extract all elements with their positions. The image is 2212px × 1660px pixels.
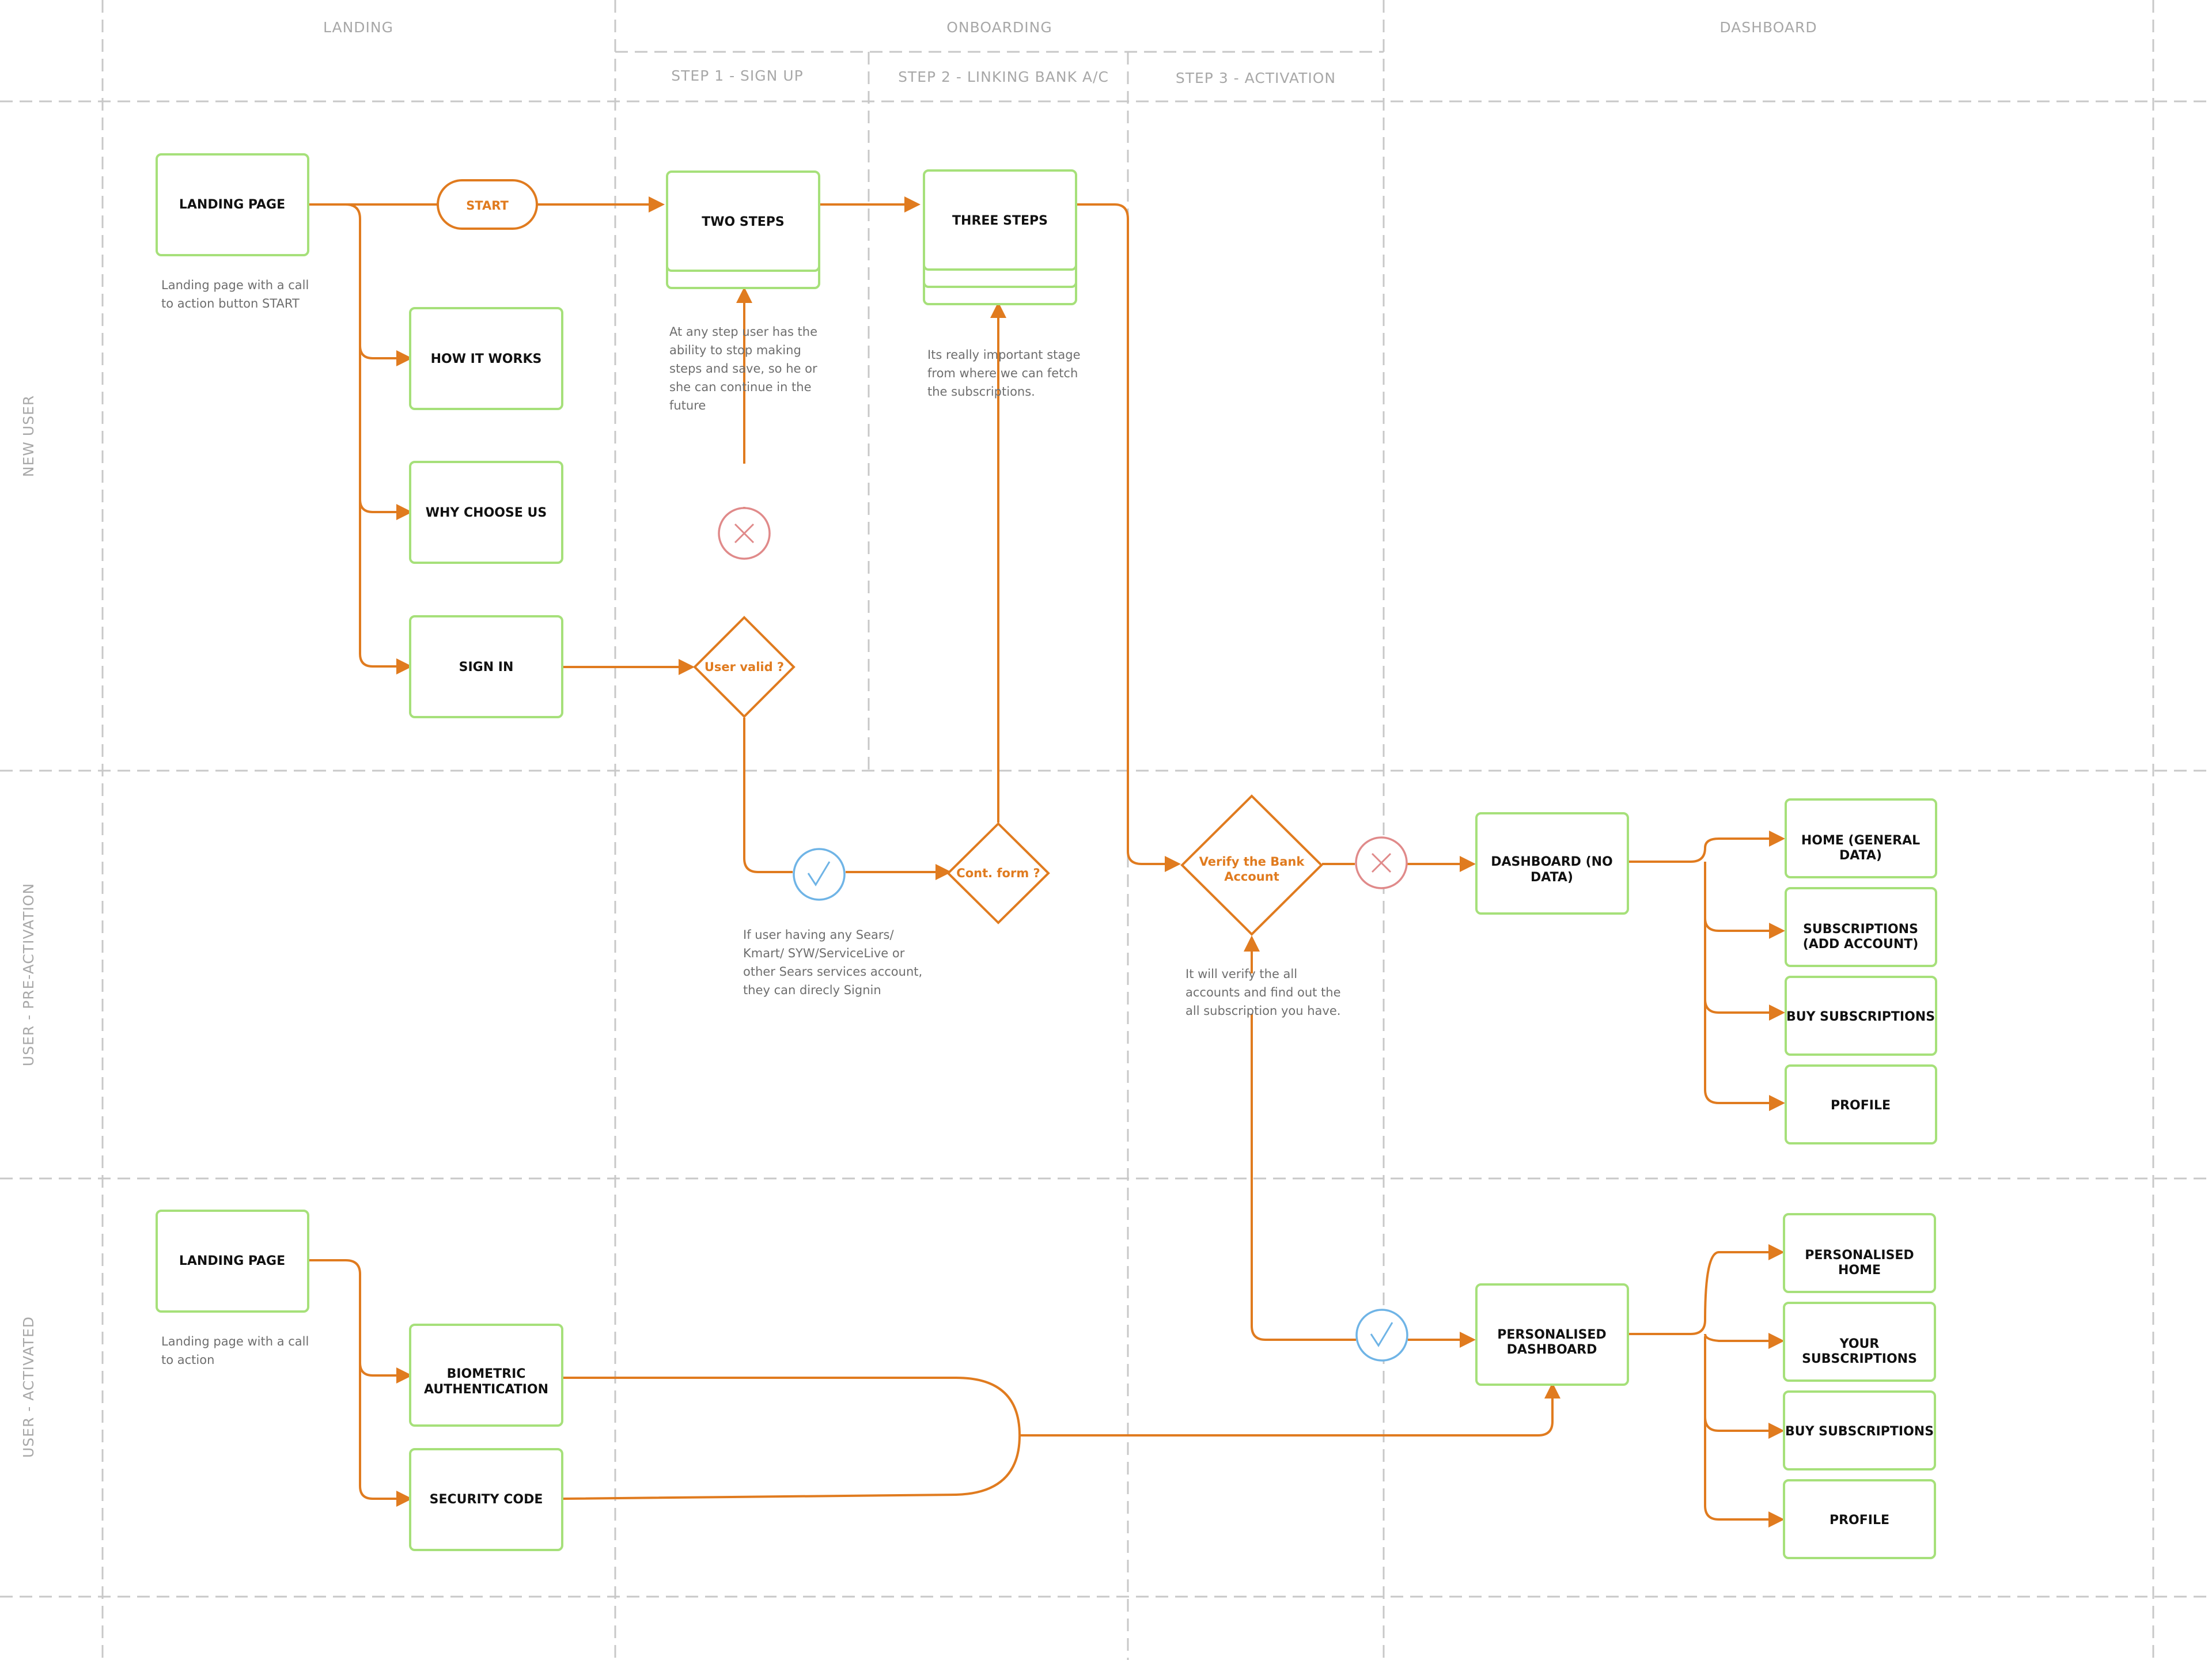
step-header-activation: STEP 3 - ACTIVATION xyxy=(1176,70,1336,86)
node-label: Account xyxy=(1224,870,1279,884)
column-header-onboarding: ONBOARDING xyxy=(946,19,1052,36)
column-header-landing: LANDING xyxy=(323,19,393,36)
node-three-steps[interactable]: THREE STEPS xyxy=(923,169,1077,305)
node-label: BIOMETRIC xyxy=(447,1367,526,1381)
node-how-it-works[interactable]: HOW IT WORKS xyxy=(409,307,563,410)
reject-icon xyxy=(718,507,771,560)
node-buy-subscriptions[interactable]: BUY SUBSCRIPTIONS xyxy=(1785,976,1937,1056)
node-label: THREE STEPS xyxy=(952,214,1048,228)
accept-icon xyxy=(793,848,846,901)
node-landing-page[interactable]: LANDING PAGE xyxy=(156,153,309,256)
step-header-linking-bank: STEP 2 - LINKING BANK A/C xyxy=(898,69,1109,85)
lane-label-pre-activation: USER - PRE-ACTIVATION xyxy=(20,883,37,1066)
decision-verify-bank-account[interactable]: Verify the Bank Account xyxy=(1180,794,1323,936)
node-label: TWO STEPS xyxy=(702,215,784,229)
node-landing-page-activated[interactable]: LANDING PAGE xyxy=(156,1210,309,1313)
decision-cont-form[interactable]: Cont. form ? xyxy=(946,822,1050,924)
node-profile-activated[interactable]: PROFILE xyxy=(1783,1479,1936,1559)
node-label: SUBSCRIPTIONS xyxy=(1803,922,1918,937)
node-label: SECURITY CODE xyxy=(430,1492,543,1507)
node-label: PROFILE xyxy=(1830,1513,1889,1528)
node-label: User valid ? xyxy=(704,660,784,674)
node-label: WHY CHOOSE US xyxy=(426,506,547,520)
node-profile[interactable]: PROFILE xyxy=(1785,1064,1937,1144)
node-label: PERSONALISED xyxy=(1805,1248,1914,1263)
note-verify-accounts: It will verify the all accounts and find… xyxy=(1185,967,1344,1018)
node-personalised-dashboard[interactable]: PERSONALISED DASHBOARD xyxy=(1475,1283,1629,1386)
note-stop-steps: At any step user has the ability to stop… xyxy=(669,325,821,412)
node-label: DATA) xyxy=(1839,848,1882,863)
note-landing-page: Landing page with a call to action butto… xyxy=(161,278,313,310)
node-personalised-home[interactable]: PERSONALISED HOME xyxy=(1783,1213,1936,1293)
node-label: HOW IT WORKS xyxy=(431,352,542,366)
node-label: DATA) xyxy=(1531,870,1573,885)
node-label: (ADD ACCOUNT) xyxy=(1803,937,1919,952)
node-subscriptions-add-account[interactable]: SUBSCRIPTIONS (ADD ACCOUNT) xyxy=(1785,887,1937,967)
node-label: HOME xyxy=(1838,1263,1881,1278)
reject-icon xyxy=(1355,836,1408,889)
flow-connectors xyxy=(308,196,1785,1528)
node-home-general-data[interactable]: HOME (GENERAL DATA) xyxy=(1785,798,1937,878)
node-dashboard-no-data[interactable]: DASHBOARD (NO DATA) xyxy=(1475,812,1629,915)
node-sign-in[interactable]: SIGN IN xyxy=(409,615,563,718)
node-label: Cont. form ? xyxy=(956,866,1040,880)
node-label: PERSONALISED xyxy=(1497,1328,1606,1342)
node-label: DASHBOARD xyxy=(1507,1343,1597,1357)
note-sears-account: If user having any Sears/ Kmart/ SYW/Ser… xyxy=(743,928,926,997)
step-header-sign-up: STEP 1 - SIGN UP xyxy=(671,67,803,84)
node-label: YOUR xyxy=(1839,1337,1880,1351)
lane-label-activated: USER - ACTIVATED xyxy=(20,1316,37,1458)
node-label: PROFILE xyxy=(1831,1098,1891,1113)
node-label: DASHBOARD (NO xyxy=(1491,855,1612,869)
decision-user-valid[interactable]: User valid ? xyxy=(693,616,796,718)
node-start[interactable]: START xyxy=(437,179,538,230)
lane-label-new-user: NEW USER xyxy=(20,395,37,477)
node-label: HOME (GENERAL xyxy=(1801,833,1920,848)
node-biometric-authentication[interactable]: BIOMETRIC AUTHENTICATION xyxy=(409,1324,563,1427)
node-label: BUY SUBSCRIPTIONS xyxy=(1785,1424,1934,1439)
node-security-code[interactable]: SECURITY CODE xyxy=(409,1448,563,1551)
node-your-subscriptions[interactable]: YOUR SUBSCRIPTIONS xyxy=(1783,1302,1936,1382)
note-important-stage: Its really important stage from where we… xyxy=(927,348,1084,399)
column-header-dashboard: DASHBOARD xyxy=(1719,19,1817,36)
node-label: START xyxy=(466,199,509,213)
node-label: SIGN IN xyxy=(459,660,514,674)
accept-icon xyxy=(1355,1309,1408,1362)
node-label: Verify the Bank xyxy=(1199,855,1305,869)
note-landing-page-activated: Landing page with a call to action xyxy=(161,1335,313,1367)
node-label: BUY SUBSCRIPTIONS xyxy=(1786,1010,1935,1024)
node-two-steps[interactable]: TWO STEPS xyxy=(666,170,820,289)
node-why-choose-us[interactable]: WHY CHOOSE US xyxy=(409,461,563,564)
node-buy-subscriptions-activated[interactable]: BUY SUBSCRIPTIONS xyxy=(1783,1390,1936,1470)
node-label: LANDING PAGE xyxy=(179,1254,285,1268)
node-label: SUBSCRIPTIONS xyxy=(1802,1352,1917,1366)
node-label: AUTHENTICATION xyxy=(424,1382,548,1397)
node-label: LANDING PAGE xyxy=(179,198,285,212)
